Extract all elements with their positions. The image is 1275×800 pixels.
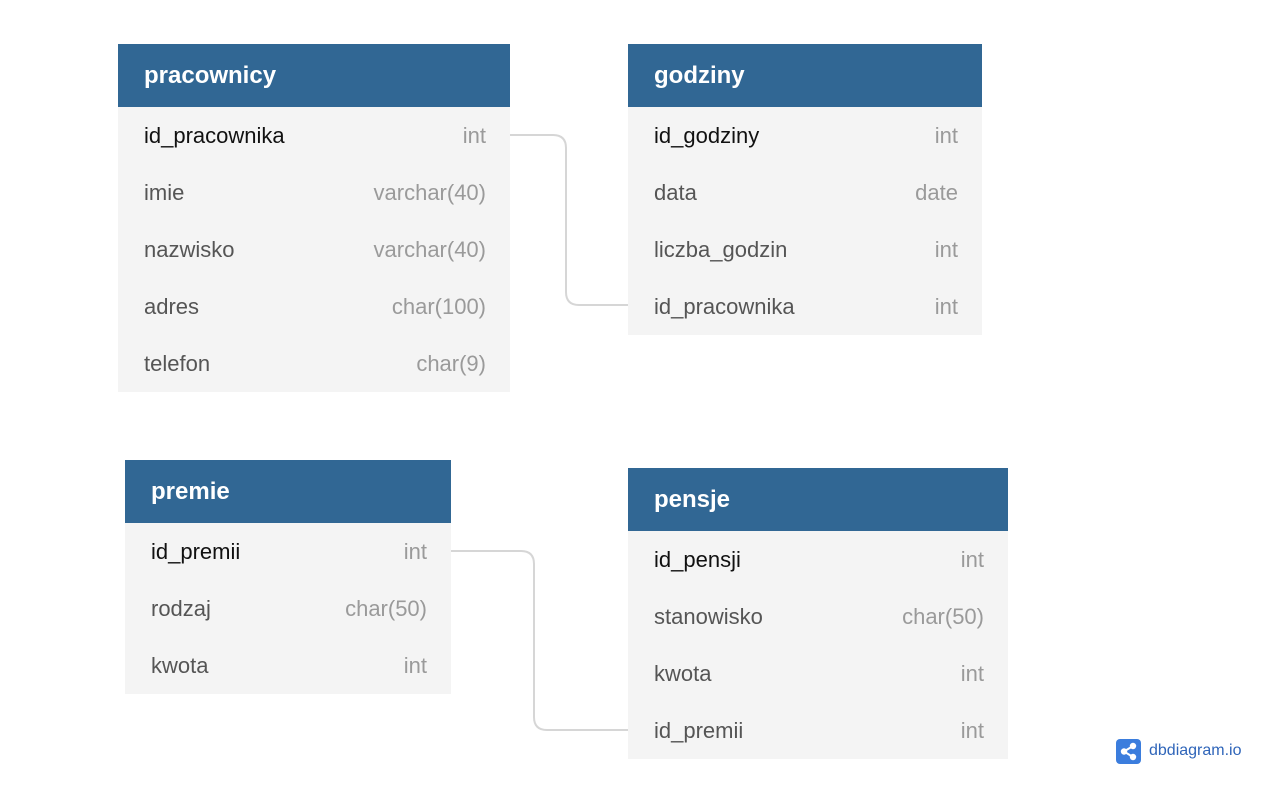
- field-type: char(9): [416, 350, 486, 376]
- field-type: int: [403, 652, 427, 678]
- table-pensje[interactable]: pensje id_pensji int stanowisko char(50)…: [628, 468, 1008, 759]
- field-name: imie: [144, 179, 185, 205]
- field-type: int: [934, 122, 958, 148]
- field-name: id_premii: [654, 717, 744, 743]
- field-type: int: [934, 293, 958, 319]
- field-row-nazwisko[interactable]: nazwisko varchar(40): [118, 221, 510, 278]
- field-type: int: [403, 538, 427, 564]
- field-row-id-godziny[interactable]: id_godziny int: [628, 107, 982, 164]
- field-row-telefon[interactable]: telefon char(9): [118, 335, 510, 392]
- field-name: id_pensji: [654, 546, 741, 572]
- field-type: date: [915, 179, 958, 205]
- dbdiagram-brand-link[interactable]: dbdiagram.io: [1116, 738, 1242, 764]
- field-name: stanowisko: [654, 603, 763, 629]
- field-name: rodzaj: [151, 595, 211, 621]
- table-godziny[interactable]: godziny id_godziny int data date liczba_…: [628, 44, 982, 335]
- field-type: char(50): [345, 595, 427, 621]
- field-name: kwota: [654, 660, 712, 686]
- field-type: int: [960, 717, 984, 743]
- field-row-adres[interactable]: adres char(100): [118, 278, 510, 335]
- field-name: liczba_godzin: [654, 236, 788, 262]
- field-type: int: [462, 122, 486, 148]
- field-name: id_pracownika: [144, 122, 285, 148]
- field-type: int: [960, 546, 984, 572]
- field-row-data[interactable]: data date: [628, 164, 982, 221]
- field-type: int: [934, 236, 958, 262]
- table-header[interactable]: godziny: [628, 44, 982, 107]
- field-name: id_pracownika: [654, 293, 795, 319]
- field-row-stanowisko[interactable]: stanowisko char(50): [628, 588, 1008, 645]
- field-type: char(50): [902, 603, 984, 629]
- field-name: telefon: [144, 350, 211, 376]
- field-type: varchar(40): [373, 236, 486, 262]
- field-row-id-premii[interactable]: id_premii int: [125, 523, 451, 580]
- field-type: int: [960, 660, 984, 686]
- field-name: adres: [144, 293, 200, 319]
- field-name: id_premii: [151, 538, 241, 564]
- share-nodes-icon: [1116, 738, 1141, 764]
- field-row-kwota[interactable]: kwota int: [628, 645, 1008, 702]
- relationship-line-pracownicy-godziny[interactable]: [510, 134, 628, 306]
- field-row-imie[interactable]: imie varchar(40): [118, 164, 510, 221]
- field-name: nazwisko: [144, 236, 235, 262]
- table-header[interactable]: premie: [125, 460, 451, 523]
- field-name: data: [654, 179, 697, 205]
- field-type: char(100): [391, 293, 486, 319]
- field-row-id-pracownika[interactable]: id_pracownika int: [628, 278, 982, 335]
- field-name: kwota: [151, 652, 209, 678]
- field-row-id-premii[interactable]: id_premii int: [628, 702, 1008, 759]
- table-header[interactable]: pensje: [628, 468, 1008, 531]
- field-row-id-pensji[interactable]: id_pensji int: [628, 531, 1008, 588]
- field-row-liczba-godzin[interactable]: liczba_godzin int: [628, 221, 982, 278]
- relationship-line-premie-pensje[interactable]: [451, 550, 628, 731]
- brand-label: dbdiagram.io: [1149, 742, 1242, 759]
- field-row-id-pracownika[interactable]: id_pracownika int: [118, 107, 510, 164]
- field-type: varchar(40): [373, 179, 486, 205]
- table-header[interactable]: pracownicy: [118, 44, 510, 107]
- field-row-rodzaj[interactable]: rodzaj char(50): [125, 580, 451, 637]
- table-premie[interactable]: premie id_premii int rodzaj char(50) kwo…: [125, 460, 451, 694]
- table-pracownicy[interactable]: pracownicy id_pracownika int imie varcha…: [118, 44, 510, 392]
- field-row-kwota[interactable]: kwota int: [125, 637, 451, 694]
- field-name: id_godziny: [654, 122, 760, 148]
